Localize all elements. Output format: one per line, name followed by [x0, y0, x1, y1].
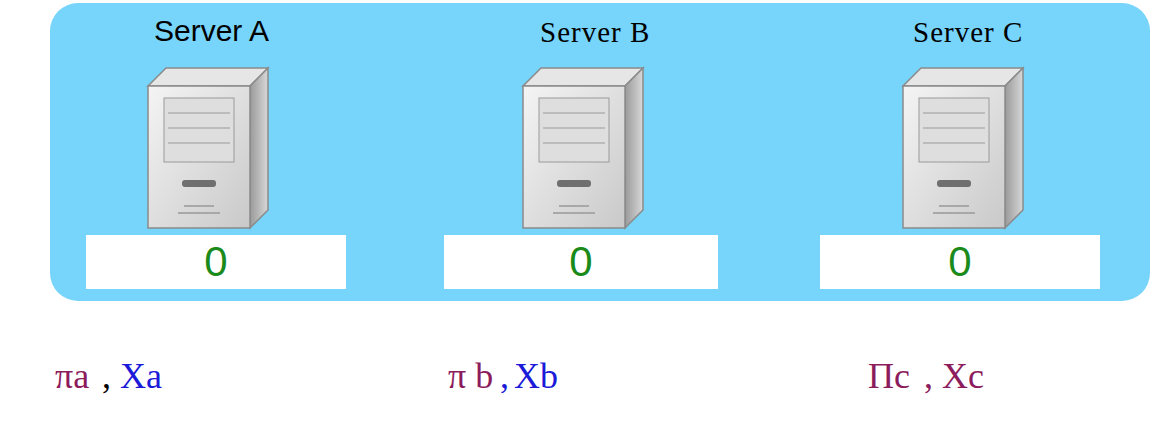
variable-label: Xc	[942, 358, 984, 394]
value-text: 0	[569, 241, 592, 283]
value-text: 0	[204, 241, 227, 283]
panel-background	[50, 3, 1150, 301]
variable-label: π b	[448, 358, 493, 394]
server-icon	[148, 68, 268, 228]
server-name: Server C	[913, 18, 1023, 47]
value-box: 0	[86, 235, 346, 289]
server-name: Server A	[154, 16, 269, 46]
value-text: 0	[948, 241, 971, 283]
variable-label: Xa	[120, 358, 162, 394]
separator: ,	[500, 358, 509, 394]
separator: ,	[102, 358, 111, 394]
value-box: 0	[820, 235, 1100, 289]
separator: ,	[924, 358, 933, 394]
server-name: Server B	[540, 18, 650, 47]
value-box: 0	[444, 235, 718, 289]
variable-label: Πc	[868, 358, 910, 394]
variable-label: πa	[55, 358, 89, 394]
variable-label: Xb	[514, 358, 558, 394]
